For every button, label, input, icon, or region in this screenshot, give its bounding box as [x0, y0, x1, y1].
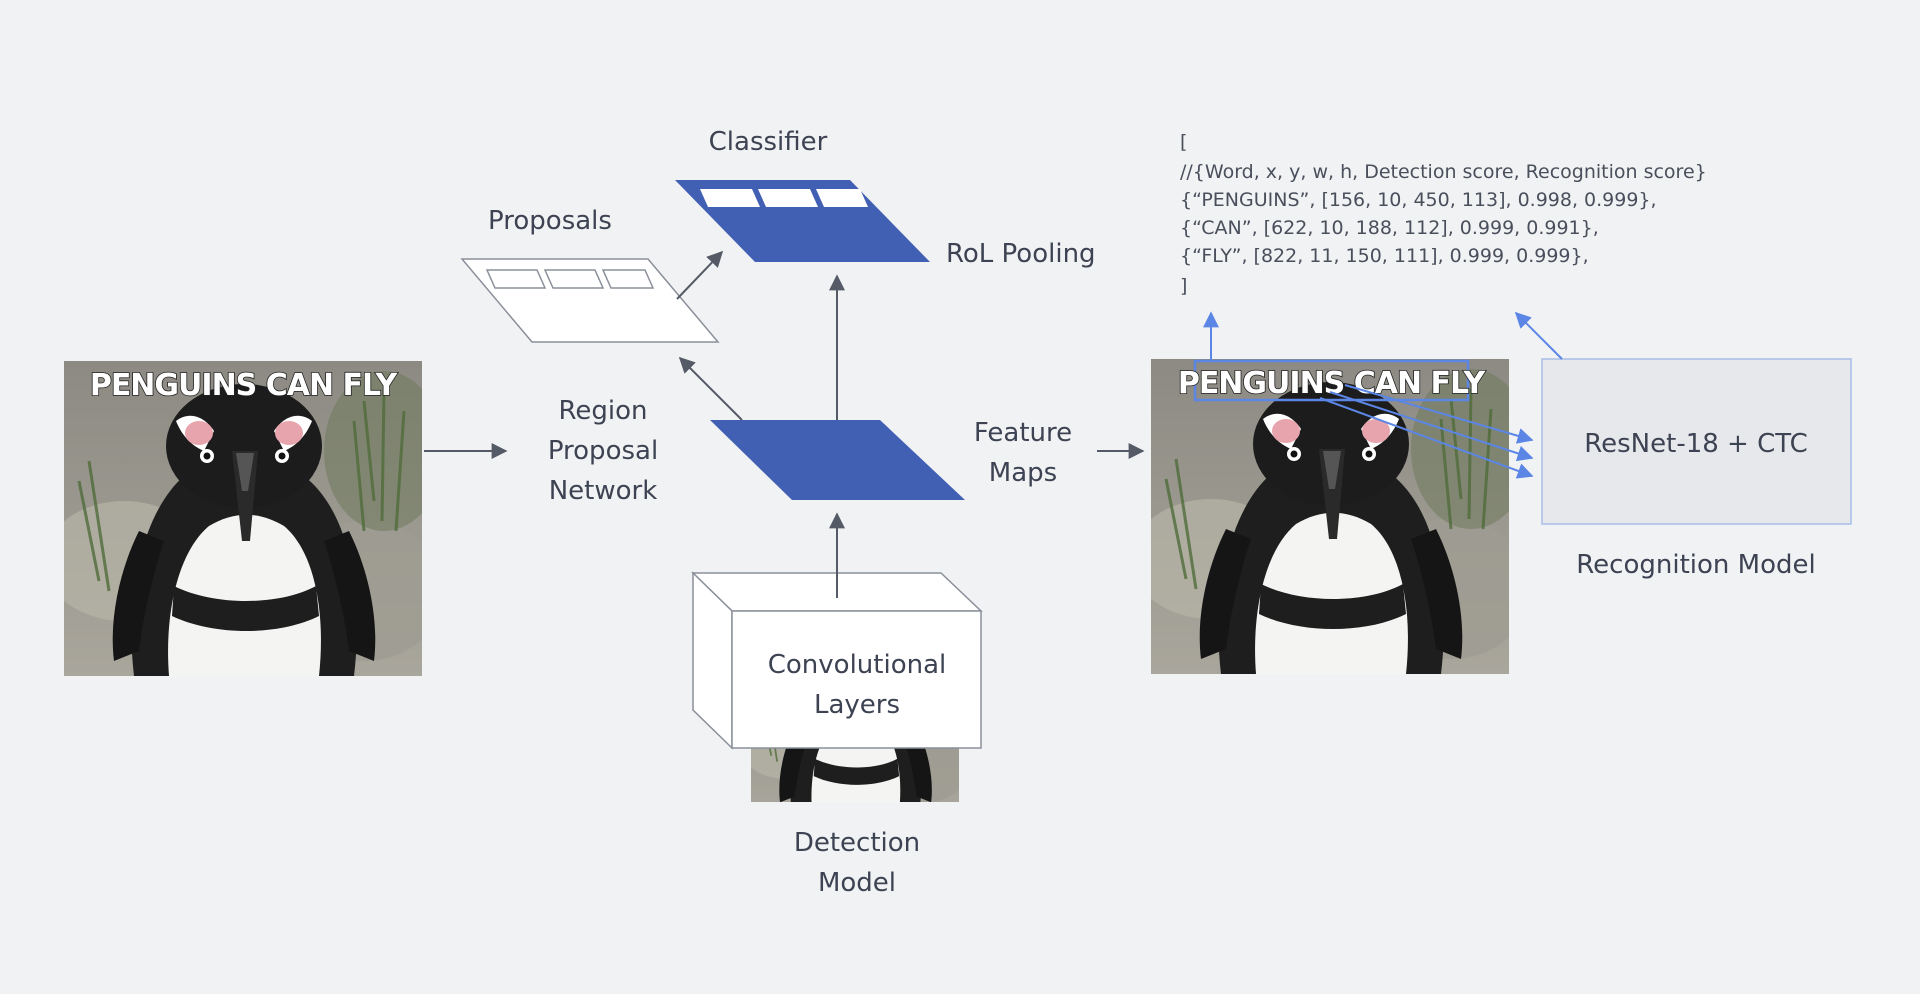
arrow-recognition-to-json [1514, 311, 1563, 360]
proposal-box-2 [543, 269, 605, 289]
feature-map-plane [710, 420, 965, 500]
detection-model-label-line2: Model [818, 868, 896, 898]
detection-model-label-line1: Detection [794, 828, 920, 858]
json-close-bracket: ] [1180, 275, 1187, 297]
json-row-3: {“FLY”, [822, 11, 150, 111], 0.999, 0.99… [1180, 245, 1589, 267]
arrow-word-to-recognition-1 [1344, 384, 1534, 444]
classifier-slot-2 [758, 189, 818, 207]
json-comment: //{Word, x, y, w, h, Detection score, Re… [1180, 161, 1707, 183]
input-image-caption: PENGUINS CAN FLY [90, 368, 399, 403]
arrow-word-to-recognition-2 [1329, 391, 1534, 462]
convolutional-layers-box [691, 571, 983, 750]
json-row-1: {“PENGUINS”, [156, 10, 450, 113], 0.998,… [1180, 189, 1657, 211]
output-image: PENGUINS CAN FLY [1151, 359, 1509, 674]
proposal-box-1 [485, 269, 547, 289]
conv-label-line1: Convolutional [768, 650, 947, 680]
json-open-bracket: [ [1180, 131, 1187, 153]
conv-label-line2: Layers [814, 690, 900, 720]
recognition-model-box [1541, 358, 1852, 525]
classifier-plane [675, 180, 930, 262]
detected-text-box [1193, 359, 1470, 402]
output-json-block: [ //{Word, x, y, w, h, Detection score, … [1180, 131, 1707, 297]
recognition-model-label: Recognition Model [1576, 550, 1815, 580]
rpn-label-line1: Region [558, 396, 647, 426]
proposal-box-3 [601, 269, 655, 289]
rpn-label-line3: Network [549, 476, 658, 506]
arrow-word-to-recognition-3 [1319, 397, 1534, 479]
arrow-featuremap-to-proposals [678, 356, 743, 421]
proposals-plane [460, 258, 720, 343]
roi-pooling-label: RoL Pooling [946, 239, 1096, 269]
proposals-label: Proposals [488, 206, 612, 236]
output-image-caption: PENGUINS CAN FLY [1178, 366, 1487, 401]
arrow-proposals-to-classifier [676, 250, 724, 300]
feature-maps-label-line2: Maps [989, 458, 1057, 488]
rpn-label-line2: Proposal [548, 436, 658, 466]
json-row-2: {“CAN”, [622, 10, 188, 112], 0.999, 0.99… [1180, 217, 1599, 239]
classifier-label: Classifier [709, 127, 828, 157]
input-image: PENGUINS CAN FLY [64, 361, 422, 676]
classifier-slot-1 [700, 189, 760, 207]
feature-maps-label-line1: Feature [974, 418, 1072, 448]
recognition-box-label: ResNet-18 + CTC [1584, 429, 1808, 459]
classifier-slot-3 [816, 189, 868, 207]
